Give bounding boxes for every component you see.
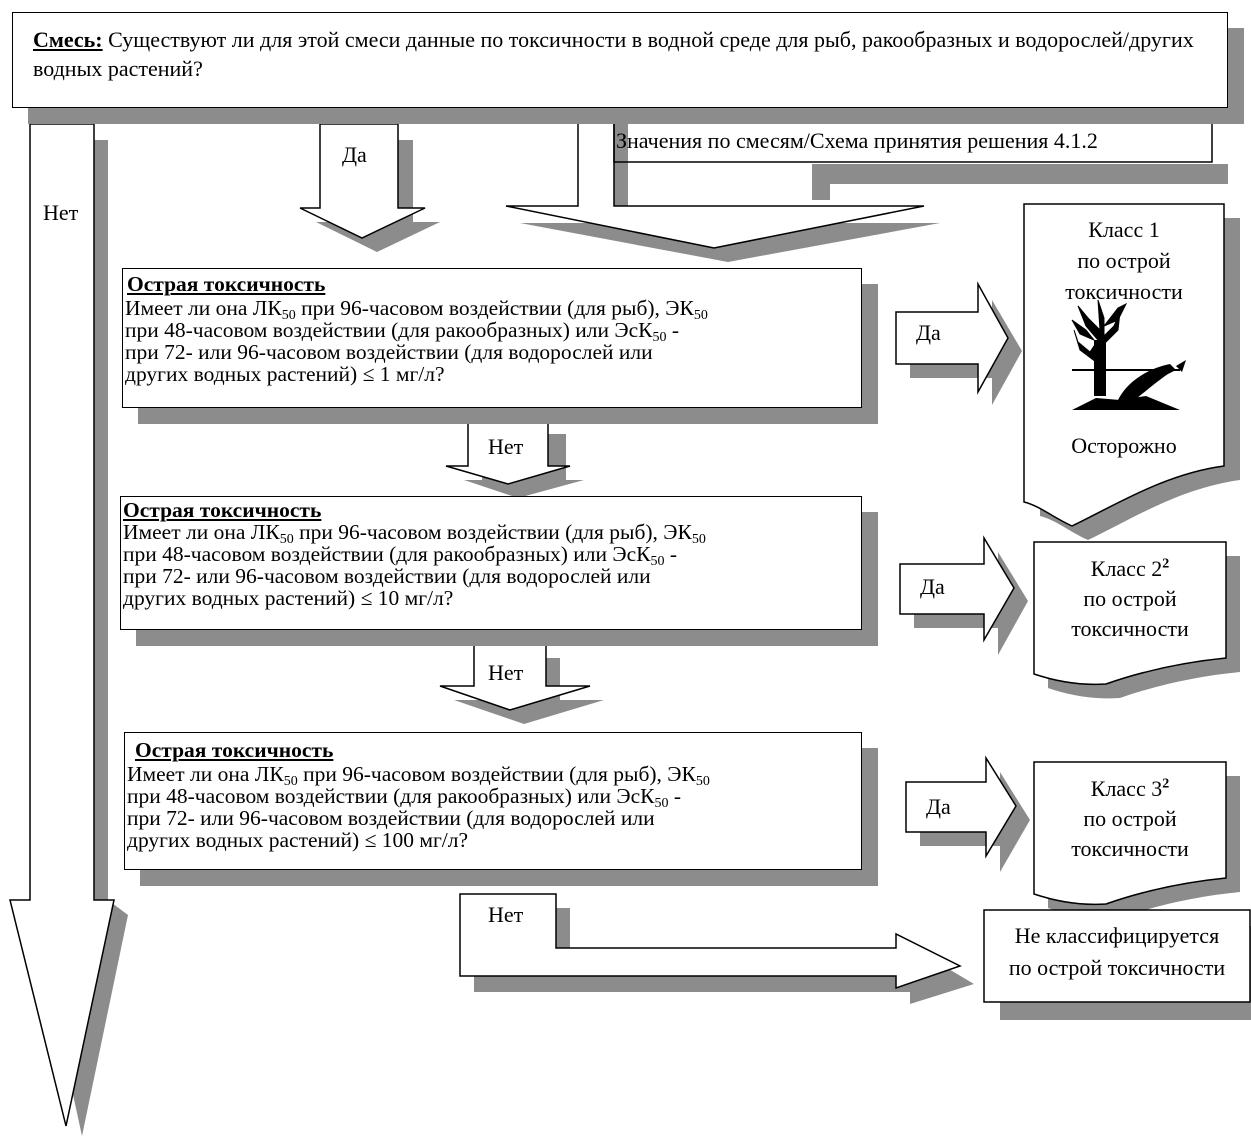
criterion-1-line-3: при 72- или 96-часовом воздействии (для … xyxy=(125,340,653,364)
criterion-box-3: Острая токсичность Имеет ли она ЛК50 при… xyxy=(124,732,862,870)
not-classified-result: Не классифицируется по острой токсичност… xyxy=(984,920,1250,984)
class3-shape xyxy=(1033,761,1240,919)
criterion-3-line-1: Имеет ли она ЛК50 при 96-часовом воздейс… xyxy=(127,762,710,789)
yes-arrow-1 xyxy=(895,281,1022,405)
class3-result: Класс 32 по острой токсичности xyxy=(1034,774,1226,864)
criterion-3-line-2: при 48-часовом воздействии (для ракообра… xyxy=(127,784,682,811)
mixture-heading: Смесь: xyxy=(33,27,103,52)
bridging-connector-shadow xyxy=(812,164,1228,200)
class2-shape xyxy=(1033,541,1240,699)
left-no-arrow xyxy=(9,123,115,1127)
environment-pictogram-icon xyxy=(1071,299,1186,410)
class1-signal-word: Осторожно xyxy=(1071,433,1177,458)
class3-line1: Класс 32 xyxy=(1090,776,1170,801)
bridging-label: Значения по смесям/Схема принятия решени… xyxy=(616,128,1098,153)
class1-result: Класс 1 по острой токсичности xyxy=(1024,214,1224,307)
criterion-2-line-2: при 48-часовом воздействии (для ракообра… xyxy=(123,542,678,569)
no-arrow-2 xyxy=(439,643,604,724)
criterion-box-2: Острая токсичность Имеет ли она ЛК50 при… xyxy=(120,496,862,630)
yes-arrow-3 xyxy=(905,755,1030,872)
yes-arrow-2 xyxy=(899,535,1028,655)
bridging-arrow xyxy=(505,109,925,249)
criterion-3-heading: Острая токсичность xyxy=(135,738,334,762)
criterion-2-line-4: других водных растений) ≤ 10 мг/л? xyxy=(123,586,454,610)
criterion-2-line-3: при 72- или 96-часовом воздействии (для … xyxy=(123,564,651,588)
left-no-label: Нет xyxy=(43,200,79,225)
no-label-1: Нет xyxy=(488,434,524,459)
class1-line1: Класс 1 xyxy=(1088,217,1160,242)
criterion-3-line-3: при 72- или 96-часовом воздействии (для … xyxy=(127,806,655,830)
class2-result: Класс 22 по острой токсичности xyxy=(1034,554,1226,644)
bridging-connector xyxy=(613,110,1213,163)
top-yes-label: Да xyxy=(342,142,367,167)
class2-line3: токсичности xyxy=(1071,616,1189,641)
not-classified-line2: по острой токсичности xyxy=(1008,955,1226,980)
criterion-1-line-1: Имеет ли она ЛК50 при 96-часовом воздейс… xyxy=(125,296,708,323)
class3-line2: по острой xyxy=(1083,806,1177,831)
yes-label-1: Да xyxy=(916,320,941,345)
criterion-2-heading: Острая токсичность xyxy=(123,498,322,522)
class3-line3: токсичности xyxy=(1071,836,1189,861)
no-label-2: Нет xyxy=(488,660,524,685)
criterion-box-1: Острая токсичность Имеет ли она ЛК50 при… xyxy=(122,268,862,408)
criterion-1-line-2: при 48-часовом воздействии (для ракообра… xyxy=(125,318,680,345)
criterion-1-heading: Острая токсичность xyxy=(127,272,326,296)
not-classified-shape xyxy=(983,909,1251,1020)
class2-line2: по острой xyxy=(1083,586,1177,611)
top-yes-arrow xyxy=(299,123,426,239)
criterion-3-line-4: других водных растений) ≤ 100 мг/л? xyxy=(127,828,469,852)
yes-label-2: Да xyxy=(920,574,945,599)
final-no-arrow-shadow xyxy=(474,908,974,1004)
criterion-2-line-1: Имеет ли она ЛК50 при 96-часовом воздейс… xyxy=(123,520,706,547)
no-label-3: Нет xyxy=(488,902,524,927)
criterion-1-line-4: других водных растений) ≤ 1 мг/л? xyxy=(125,362,445,386)
class1-line2: по острой xyxy=(1077,248,1171,273)
not-classified-line1: Не классифицируется xyxy=(1014,923,1220,948)
no-arrow-1 xyxy=(445,419,584,498)
yes-label-3: Да xyxy=(926,794,951,819)
class2-line1: Класс 22 xyxy=(1090,556,1170,581)
class1-line3: токсичности xyxy=(1065,279,1183,304)
final-no-arrow xyxy=(459,893,962,990)
mixture-question-text: Существуют ли для этой смеси данные по т… xyxy=(33,27,1194,81)
mixture-question-box: Смесь: Существуют ли для этой смеси данн… xyxy=(12,12,1228,108)
